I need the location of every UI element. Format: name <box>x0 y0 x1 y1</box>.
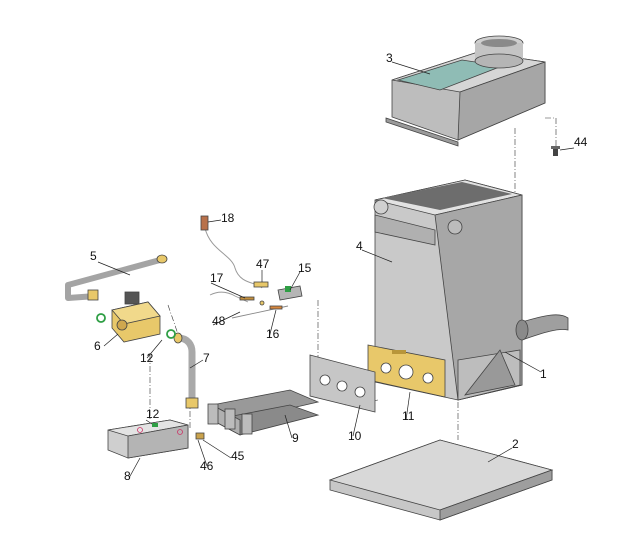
label-part-2: 2 <box>512 437 519 451</box>
label-part-11: 11 <box>402 409 415 423</box>
label-part-3: 3 <box>386 51 393 65</box>
injectors <box>137 423 205 440</box>
label-part-16: 16 <box>266 327 280 341</box>
label-part-18: 18 <box>221 211 235 225</box>
pilot-assembly <box>209 281 303 319</box>
label-part-10: 10 <box>348 429 362 443</box>
part-labels: 3 44 4 5 6 12 7 1 2 11 10 9 12 8 46 45 1… <box>90 51 588 483</box>
label-part-1: 1 <box>540 367 547 381</box>
label-part-45: 45 <box>231 449 245 463</box>
screw <box>551 146 560 156</box>
label-part-8: 8 <box>124 469 131 483</box>
base-plate <box>328 439 554 521</box>
label-part-4: 4 <box>356 239 363 253</box>
label-part-12-upper: 12 <box>140 351 154 365</box>
gas-pipe-elbow <box>173 332 199 409</box>
label-part-15: 15 <box>298 261 312 275</box>
flue-hood <box>385 35 546 147</box>
label-part-5: 5 <box>90 249 97 263</box>
brass-panel <box>367 344 446 398</box>
boiler-body <box>373 179 569 401</box>
label-part-7: 7 <box>203 351 210 365</box>
manifold-bracket <box>107 419 189 459</box>
leader-lines <box>97 61 575 479</box>
label-part-44: 44 <box>574 135 588 149</box>
label-part-47: 47 <box>256 257 270 271</box>
label-part-9: 9 <box>292 431 299 445</box>
label-part-46: 46 <box>200 459 214 473</box>
label-part-48: 48 <box>212 314 226 328</box>
label-part-17: 17 <box>210 271 224 285</box>
label-part-6: 6 <box>94 339 101 353</box>
perforated-plate <box>309 354 376 413</box>
burner-tubes <box>207 389 320 436</box>
label-part-12-lower: 12 <box>146 407 160 421</box>
gas-valve <box>96 291 176 343</box>
gas-pipe <box>65 254 168 301</box>
